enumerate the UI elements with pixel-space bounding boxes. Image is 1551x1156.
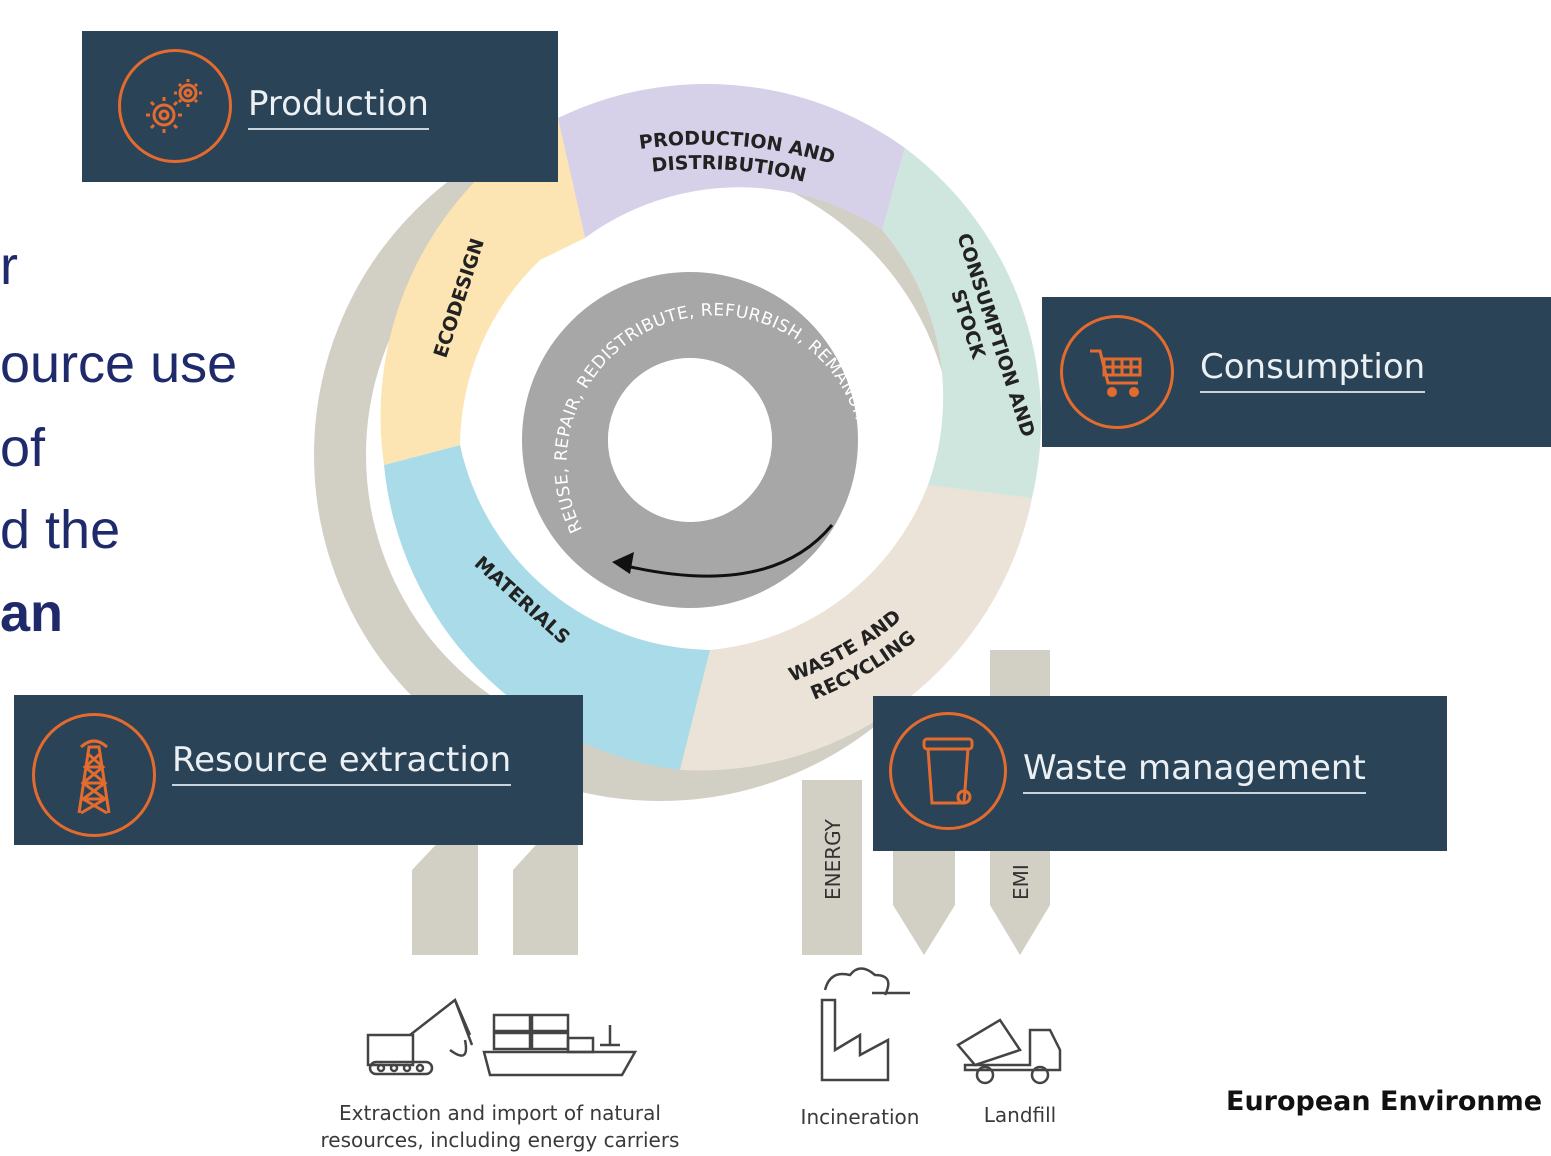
segment-production-distribution — [558, 83, 905, 238]
caption-landfill: Landfill — [983, 1103, 1057, 1127]
cargo-ship-icon — [482, 1013, 638, 1077]
slide-text-line-1: r — [0, 236, 18, 296]
segment-consumption-stock — [882, 148, 1042, 532]
production-label[interactable]: Production — [248, 84, 429, 130]
extraction-arrow-1 — [412, 835, 478, 955]
inner-ring — [522, 272, 858, 608]
stage-production: Production — [82, 31, 558, 182]
source-credit: European Environme — [1226, 1086, 1543, 1117]
inner-loop-arrowhead — [612, 552, 634, 574]
oil-rig-icon — [32, 713, 156, 837]
waste-management-label[interactable]: Waste management — [1023, 748, 1366, 794]
segment-ecodesign — [380, 118, 585, 465]
segment-materials — [384, 445, 710, 770]
dump-truck-icon — [956, 1018, 1062, 1085]
caption-incineration: Incineration — [800, 1105, 920, 1129]
slide-text-line-5: an — [0, 583, 64, 643]
segment-waste-recycling — [668, 485, 1032, 771]
stage-waste-management: Waste management — [873, 696, 1447, 851]
stage-consumption: Consumption — [1042, 297, 1551, 447]
energy-bar — [802, 780, 862, 955]
incineration-factory-icon — [820, 967, 910, 1082]
shopping-cart-icon — [1060, 315, 1174, 429]
excavator-icon — [366, 998, 474, 1076]
caption-extraction-line-1: Extraction and import of natural — [339, 1101, 661, 1125]
slide-text-line-4: d the — [0, 500, 121, 560]
slide-text-line-3: of — [0, 418, 46, 478]
consumption-label[interactable]: Consumption — [1200, 347, 1426, 393]
stage-resource-extraction: Resource extraction — [14, 695, 583, 845]
extraction-arrow-2 — [513, 835, 578, 955]
resource-extraction-label[interactable]: Resource extraction — [172, 740, 512, 786]
label-energy: ENERGY — [821, 818, 845, 900]
waste-bin-icon — [889, 712, 1007, 830]
incineration-arrow — [893, 820, 955, 955]
slide-text-line-2: ource use — [0, 334, 238, 394]
inner-loop-arrow — [621, 524, 834, 578]
caption-extraction: Extraction and import of natural resourc… — [300, 1100, 700, 1154]
caption-extraction-line-2: resources, including energy carriers — [320, 1128, 680, 1152]
gears-icon — [118, 49, 232, 163]
label-emissions: EMI — [1009, 864, 1033, 900]
inner-ring-hole — [608, 358, 772, 522]
